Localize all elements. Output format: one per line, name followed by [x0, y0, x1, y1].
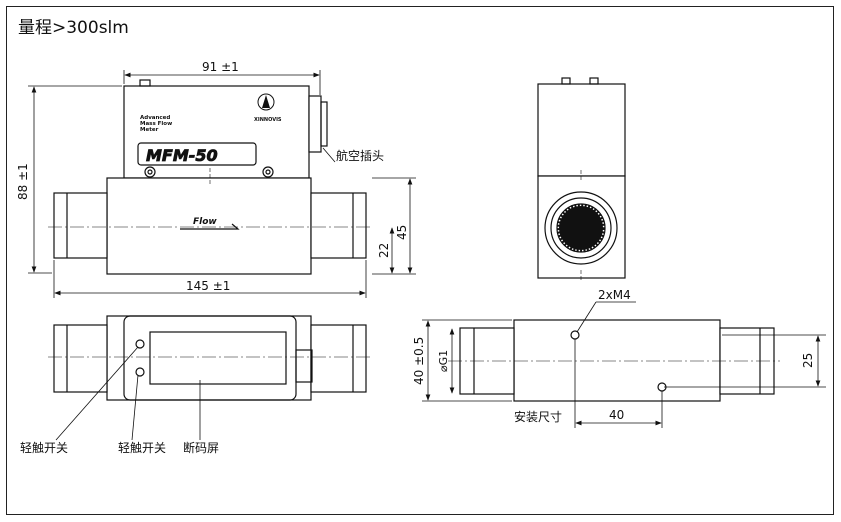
dim-body-height: 45 — [395, 225, 409, 240]
dim-hole-spacing: 40 — [609, 408, 624, 422]
front-view — [48, 79, 372, 275]
dim-hole-spec: 2xM4 — [598, 288, 631, 302]
switch2-label: 轻触开关 — [118, 441, 166, 455]
flow-label: Flow — [193, 217, 217, 227]
dim-height-total: 88 ±1 — [16, 163, 30, 200]
dim-thread-size: ⌀G1 — [437, 350, 450, 372]
label-line1: Advanced — [140, 115, 170, 121]
connector-label: 航空插头 — [336, 148, 384, 163]
mount-size-label: 安装尺寸 — [514, 409, 562, 424]
screen-label: 断码屏 — [183, 440, 219, 455]
range-title: 量程>300slm — [18, 18, 129, 38]
side-view — [537, 77, 626, 280]
drawing-frame — [6, 6, 834, 515]
mount-dimension-lines — [422, 301, 826, 428]
brand-logo-icon — [257, 93, 275, 111]
top-view — [48, 315, 372, 441]
dim-thread-height: 40 ±0.5 — [412, 337, 426, 385]
switch1-label: 轻触开关 — [20, 441, 68, 455]
brand-text: XINNOVIS — [254, 117, 282, 123]
label-line2: Mass Flow — [140, 121, 172, 127]
model-text: MFM-50 — [146, 146, 218, 165]
dim-center-height: 22 — [377, 243, 391, 258]
dim-length-total: 145 ±1 — [186, 279, 230, 293]
mount-view — [448, 319, 780, 402]
dim-width-top: 91 ±1 — [202, 60, 239, 74]
flow-arrow-icon — [180, 223, 240, 230]
dim-hole-offset: 25 — [801, 353, 815, 368]
thread-bore — [559, 206, 603, 250]
front-dimension-lines — [28, 70, 416, 298]
thread-teeth — [556, 203, 606, 253]
label-line3: Meter — [140, 127, 159, 133]
